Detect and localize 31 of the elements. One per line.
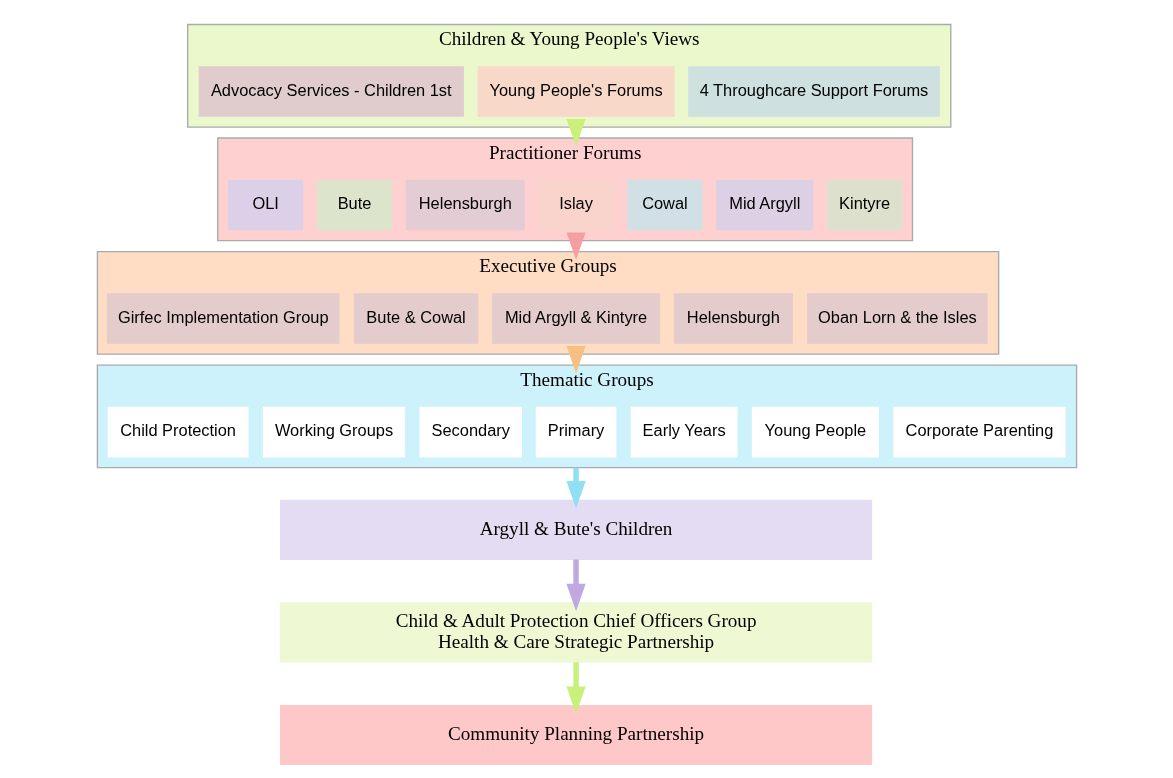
node-box: Advocacy Services - Children 1st	[198, 66, 464, 117]
node-box: Secondary	[418, 406, 522, 458]
node-box: 4 Throughcare Support Forums	[687, 66, 940, 117]
arrow	[565, 345, 586, 374]
node-box: Argyll & Bute's Children	[279, 499, 872, 560]
node-box: Primary	[535, 406, 616, 458]
arrow	[565, 232, 586, 260]
arrow	[565, 559, 586, 612]
node-box: Girfec Implementation Group	[106, 293, 339, 344]
node-box: Helensburgh	[405, 179, 525, 231]
node-box: OLI	[227, 179, 303, 231]
node-box: Young People's Forums	[477, 66, 675, 117]
node-box: Islay	[537, 179, 614, 231]
node-box: Kintyre	[826, 179, 902, 231]
node-box: Bute	[316, 179, 392, 231]
node-box: Corporate Parenting	[892, 406, 1066, 458]
node-box: Working Groups	[262, 406, 405, 458]
node-box: Helensburgh	[673, 293, 793, 344]
arrow	[565, 467, 586, 509]
arrow	[565, 662, 586, 714]
node-box: Bute & Cowal	[353, 293, 478, 344]
node-box: Mid Argyll & Kintyre	[491, 293, 660, 344]
node-box: Mid Argyll	[715, 179, 813, 231]
node-box: Child Protection	[107, 406, 249, 458]
node-box: Early Years	[630, 406, 737, 458]
node-box: Cowal	[626, 179, 703, 231]
node-box: Young People	[751, 406, 879, 458]
node-box: Child & Adult Protection Chief Officers Group Health & Care Strategic Partnership	[279, 602, 872, 663]
arrow	[565, 118, 586, 147]
node-box: Community Planning Partnership	[279, 704, 872, 766]
node-box: Oban Lorn & the Isles	[806, 293, 988, 344]
